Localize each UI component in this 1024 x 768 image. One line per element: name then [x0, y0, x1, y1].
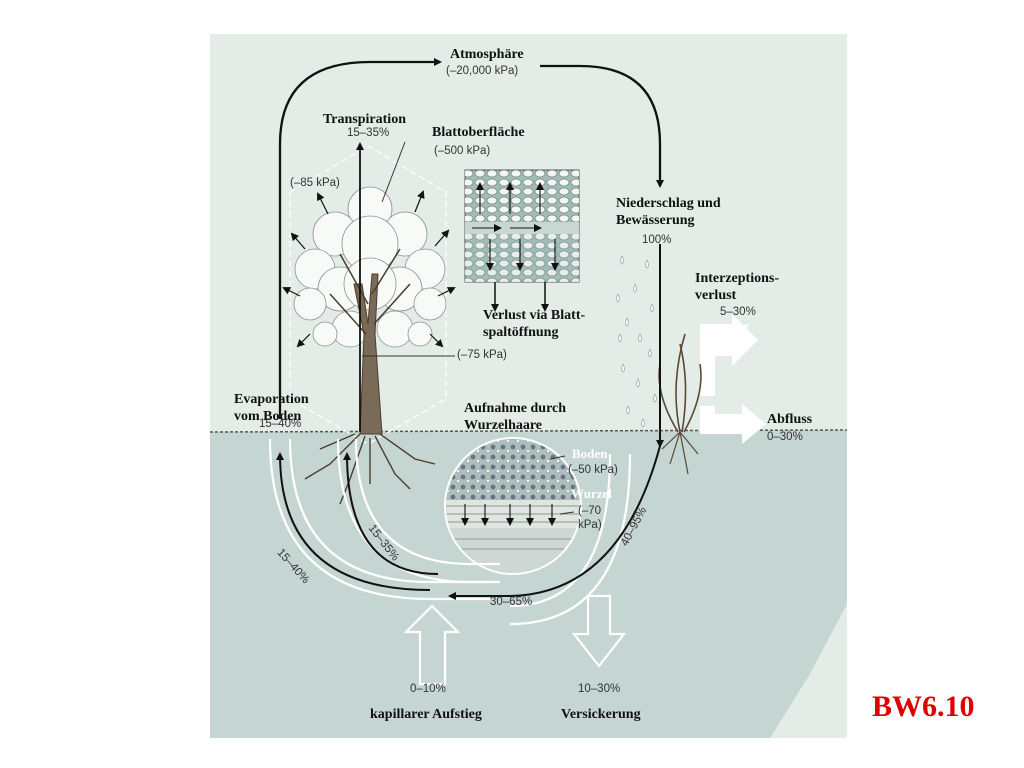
capillary-pct-value: 0–10% — [410, 683, 446, 695]
capillary-rise-label: kapillarer Aufstieg — [370, 707, 482, 722]
transpiration-arrows — [282, 190, 456, 348]
capillary-rise-arrow — [403, 604, 461, 686]
leaf-kpa-value: (–85 kPa) — [290, 177, 340, 189]
tree-hexagon-outline — [289, 145, 447, 445]
soil-evaporation-pct-value: 15–40% — [259, 418, 302, 430]
root-kpa-value: (–70 kPa) — [578, 505, 602, 531]
stem-kpa-value: (–75 kPa) — [457, 349, 507, 361]
soil-evaporation-label: Evaporation vom Boden — [234, 392, 309, 424]
interception-loss-arrow-body — [700, 314, 758, 396]
leaf-surface-label: Blattoberfläche — [432, 125, 525, 140]
atmosphere-label: Atmosphäre — [450, 47, 524, 62]
leaf-surface-pointer — [381, 141, 406, 203]
runoff-pct-value: 0–30% — [767, 431, 803, 443]
root-label: Wurzel — [571, 486, 612, 501]
slide-id-label: BW6.10 — [872, 690, 975, 723]
runoff-arrow — [700, 404, 766, 444]
grass-plant — [658, 333, 702, 433]
soil-to-tree-arrow — [343, 452, 439, 575]
water-cycle-diagram — [210, 58, 847, 738]
capillary-to-evaporation-arrow — [276, 452, 431, 591]
grass-roots — [661, 431, 699, 475]
transpiration-to-atmosphere-arrow — [278, 58, 442, 419]
soil-pointer — [549, 455, 566, 460]
leaf-surface-kpa-value: (–500 kPa) — [434, 145, 491, 157]
rain-drops — [616, 255, 657, 428]
transpiration-pct-value: 15–35% — [347, 127, 390, 139]
stomata-loss-arrows — [491, 282, 549, 312]
arc-bottom-pct-value: 30–65% — [490, 596, 533, 608]
soil-kpa-value: (–50 kPa) — [568, 464, 618, 476]
soil-label: Boden — [572, 446, 608, 461]
percolation-arrow — [571, 594, 627, 668]
water-cycle-figure: Atmosphäre (–20,000 kPa) Transpiration 1… — [210, 34, 847, 738]
precipitation-pct-value: 100% — [642, 234, 672, 246]
interception-loss-label: Interzeptions- verlust — [695, 271, 779, 303]
interception-pct-value: 5–30% — [720, 306, 756, 318]
runoff-label: Abfluss — [767, 412, 813, 427]
leaf-section-inset — [464, 169, 580, 283]
transpiration-label: Transpiration — [323, 112, 406, 127]
root-pointer — [559, 511, 575, 515]
precipitation-label: Niederschlag und Bewässerung — [616, 196, 721, 228]
atmosphere-kpa-value: (–20,000 kPa) — [446, 65, 519, 77]
stomata-loss-label: Verlust via Blatt- spaltöffnung — [483, 308, 586, 340]
atmosphere-to-precipitation-arrow — [540, 64, 664, 188]
percolation-label: Versickerung — [561, 707, 641, 722]
percolation-pct-value: 10–30% — [578, 683, 621, 695]
root-uptake-label: Aufnahme durch Wurzelhaare — [464, 401, 567, 433]
tree-trunk — [353, 273, 383, 435]
tree-crown — [293, 186, 447, 348]
infiltration-arrow — [448, 445, 661, 600]
